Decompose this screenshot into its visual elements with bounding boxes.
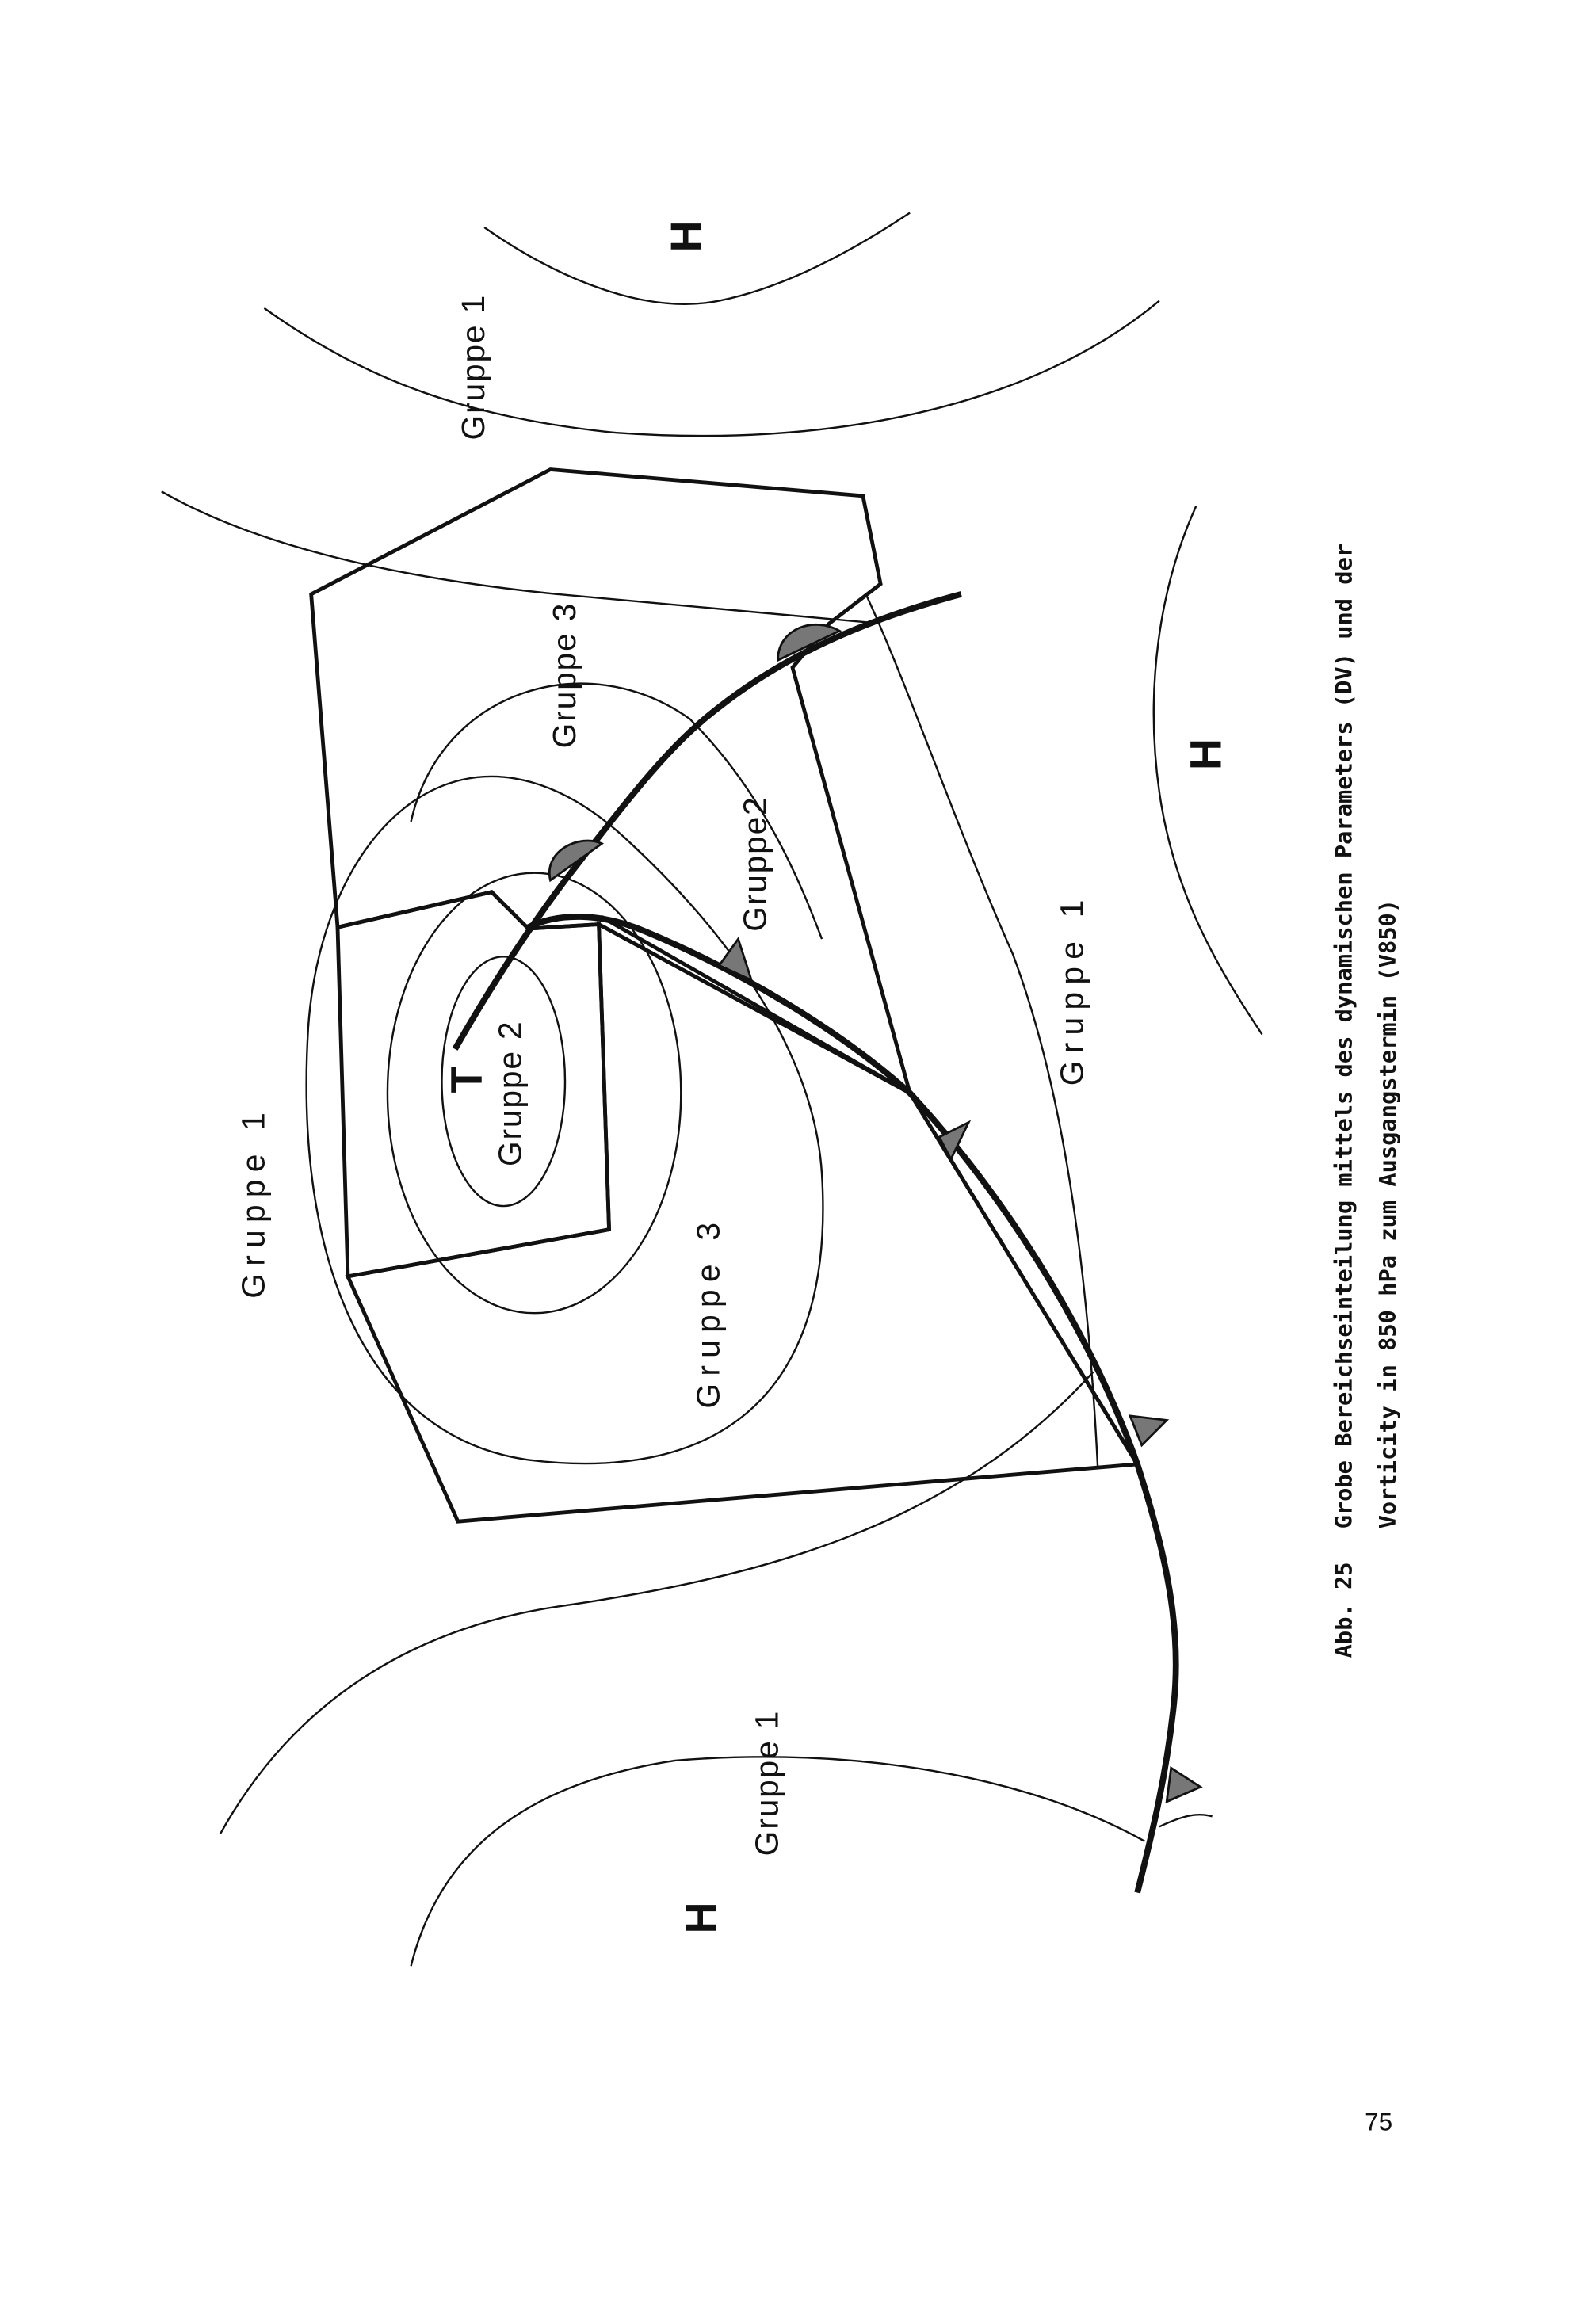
caption-line-2: Vorticity in 850 hPa zum Ausgangstermin …: [1374, 899, 1401, 1528]
vorticity-contour-outer: [305, 775, 824, 1465]
warm-front-symbol: [777, 624, 842, 662]
isobar-high-bottom: [410, 1756, 1145, 1967]
label-gruppe1-bottom: Gruppe 1: [748, 1710, 785, 1857]
label-gruppe2-center: Gruppe 2: [491, 1020, 528, 1166]
isobar-high-top-inner: [483, 212, 911, 305]
label-gruppe3-upper: Gruppe 3: [546, 602, 582, 749]
warm-front: [452, 591, 962, 1051]
high-pressure-label-right: H: [1182, 738, 1231, 770]
vorticity-contour-inner: [441, 956, 567, 1208]
warm-front-symbol: [548, 839, 605, 883]
label-gruppe3-lower: Gruppe 3: [689, 1215, 726, 1409]
region-boundary-lower: [345, 921, 1141, 1524]
isobar-high-right: [1152, 506, 1263, 1036]
label-gruppe2-mid: Gruppe2: [737, 796, 773, 931]
cold-front-symbol: [1128, 1414, 1170, 1448]
cold-front-symbol: [938, 1120, 972, 1162]
cold-front: [526, 914, 1179, 1894]
figure-number: Abb. 25: [1330, 1562, 1357, 1658]
page-number: 75: [1365, 2108, 1392, 2136]
high-pressure-label-top: H: [662, 220, 711, 252]
isoline-upper: [161, 490, 881, 625]
high-pressure-label-bottom: H: [677, 1902, 726, 1933]
low-pressure-label: T: [441, 1066, 491, 1093]
cold-front-symbol: [717, 937, 754, 983]
contour-gruppe3-upper: [410, 682, 823, 940]
vorticity-contour-mid: [386, 872, 682, 1315]
isoline-bottom-left-outer: [219, 1371, 1094, 1835]
cold-front-symbol: [1165, 1765, 1203, 1804]
label-gruppe1-right: Gruppe 1: [1054, 892, 1090, 1086]
caption-line-1: Grobe Bereichseinteilung mittels des dyn…: [1330, 544, 1357, 1529]
isobar-high-top-outer: [263, 300, 1160, 437]
isoline-bottom-right: [1159, 1814, 1213, 1828]
label-gruppe1-top: Gruppe 1: [455, 294, 491, 441]
label-gruppe1-left: Gruppe 1: [235, 1105, 271, 1299]
isoline-right-band: [865, 593, 1099, 1467]
